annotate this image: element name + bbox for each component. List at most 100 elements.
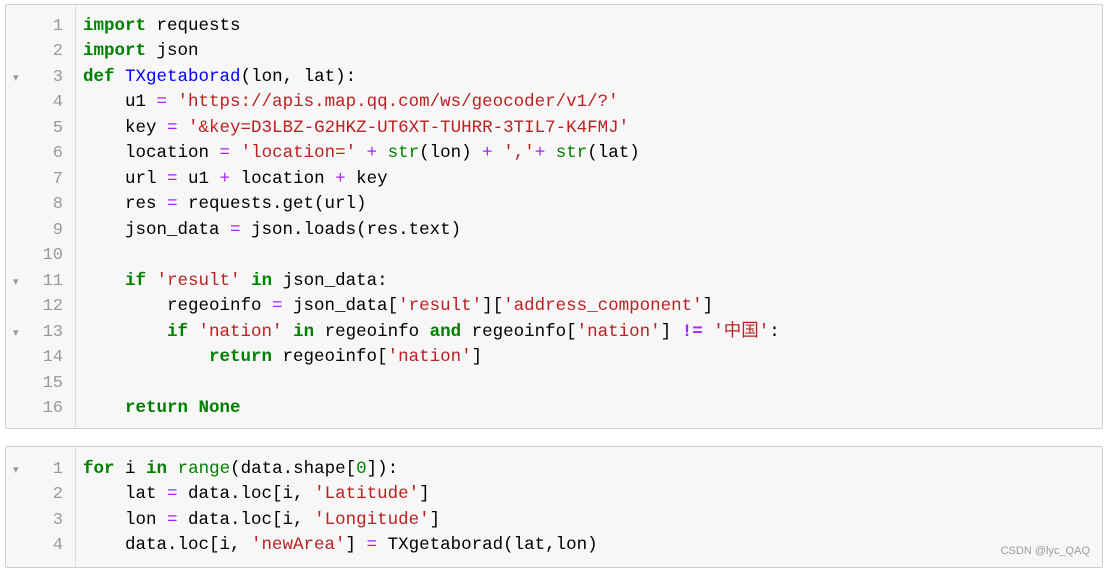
code-line[interactable]: 12 regeoinfo = json_data['result']['addr… <box>6 294 1102 319</box>
code-text: def TXgetaborad(lon, lat): <box>83 65 356 90</box>
code-text-token: ] <box>345 535 367 556</box>
string-token: 'nation' <box>387 347 472 368</box>
operator-token: = <box>167 194 178 215</box>
code-text-token <box>83 322 167 342</box>
code-line[interactable]: 13 if 'nation' in regeoinfo and regeoinf… <box>6 320 1102 345</box>
code-line[interactable]: 10 <box>6 243 1102 268</box>
keyword-token: in <box>251 270 273 291</box>
code-text-token: : <box>769 321 780 342</box>
keyword-token: if <box>167 321 189 342</box>
code-text: lat = data.loc[i, 'Latitude'] <box>83 482 430 507</box>
code-editor[interactable]: 1for i in range(data.shape[0]):2 lat = d… <box>6 457 1102 559</box>
code-text-token: requests <box>146 16 241 36</box>
code-line[interactable]: 6 location = 'location=' + str(lon) + ',… <box>6 141 1102 166</box>
builtin-token: range <box>177 459 231 479</box>
keyword-token: in <box>146 459 168 479</box>
code-text: u1 = 'https://apis.map.qq.com/ws/geocode… <box>83 90 619 115</box>
code-text: for i in range(data.shape[0]): <box>83 457 398 482</box>
code-text-token: key <box>345 168 388 189</box>
string-token: 'result' <box>156 270 241 291</box>
operator-token: + <box>482 143 493 164</box>
code-text-token: regeoinfo <box>83 296 273 317</box>
code-text-token: json <box>146 41 199 62</box>
line-number: 16 <box>42 399 63 419</box>
string-token: 'Longitude' <box>314 509 430 530</box>
operator-token: != <box>681 321 703 342</box>
code-line[interactable]: 4 u1 = 'https://apis.map.qq.com/ws/geoco… <box>6 90 1102 115</box>
chevron-down-icon[interactable] <box>13 320 19 345</box>
code-line[interactable]: 11 if 'result' in json_data: <box>6 269 1102 294</box>
code-text: key = '&key=D3LBZ-G2HKZ-UT6XT-TUHRR-3TIL… <box>83 116 629 141</box>
code-text-token <box>188 322 199 342</box>
string-token: 'result' <box>398 296 483 317</box>
code-line[interactable]: 4 data.loc[i, 'newArea'] = TXgetaborad(l… <box>6 533 1102 558</box>
code-text-token: json_data <box>83 219 231 240</box>
code-text-token: json.loads(res.text) <box>240 219 462 240</box>
code-line[interactable]: 1 for i in range(data.shape[0]): <box>6 457 1102 482</box>
code-text-token: ]): <box>366 459 399 479</box>
keyword-token: for <box>83 459 115 479</box>
builtin-token: str <box>555 143 588 164</box>
code-text: json_data = json.loads(res.text) <box>83 218 461 243</box>
code-line[interactable]: 16 return None <box>6 396 1102 421</box>
chevron-down-icon[interactable] <box>13 269 19 294</box>
string-token: ',' <box>503 143 535 164</box>
code-text-token: location <box>230 168 336 189</box>
code-text-token <box>283 322 294 342</box>
chevron-down-icon[interactable] <box>13 65 19 90</box>
code-text-token: ][ <box>482 296 504 317</box>
code-line[interactable]: 14 return regeoinfo['nation'] <box>6 345 1102 370</box>
code-text-token: data.loc[i, <box>177 509 315 530</box>
code-text-token: TXgetaborad(lat,lon) <box>377 535 598 556</box>
code-text-token <box>230 143 241 163</box>
code-text-token: lon <box>83 509 168 530</box>
string-token: '&key=D3LBZ-G2HKZ-UT6XT-TUHRR-3TIL7-K4FM… <box>188 117 630 138</box>
code-line[interactable]: 3def TXgetaborad(lon, lat): <box>6 65 1102 90</box>
line-number: 12 <box>42 297 63 317</box>
keyword-token: import <box>83 16 147 36</box>
code-text-token <box>83 347 209 367</box>
line-number: 1 <box>52 460 63 479</box>
line-number: 2 <box>52 485 63 505</box>
code-text-token: ] <box>419 484 430 505</box>
keyword-token: None <box>198 398 241 419</box>
code-line[interactable]: 9 json_data = json.loads(res.text) <box>6 218 1102 243</box>
code-text: import json <box>83 39 199 64</box>
code-text: regeoinfo = json_data['result']['address… <box>83 294 713 319</box>
code-line[interactable]: 5 key = '&key=D3LBZ-G2HKZ-UT6XT-TUHRR-3T… <box>6 116 1102 141</box>
code-text-token: res <box>83 194 168 215</box>
keyword-token: import <box>83 41 147 62</box>
code-text-token: json_data: <box>272 270 388 291</box>
code-text-token <box>83 398 125 418</box>
line-number: 10 <box>42 246 63 266</box>
line-number: 4 <box>52 536 63 556</box>
string-token: 'Latitude' <box>314 484 420 505</box>
line-number: 13 <box>42 322 63 342</box>
code-text-token <box>703 322 714 342</box>
operator-token: + <box>366 143 378 164</box>
code-text-token <box>178 118 189 138</box>
code-line[interactable]: 3 lon = data.loc[i, 'Longitude'] <box>6 508 1102 533</box>
string-token: 'location=' <box>240 143 357 164</box>
code-text: res = requests.get(url) <box>83 192 367 217</box>
code-text: return regeoinfo['nation'] <box>83 345 482 370</box>
operator-token: = <box>167 484 178 505</box>
code-line[interactable]: 2 lat = data.loc[i, 'Latitude'] <box>6 482 1102 507</box>
code-text-token: u1 <box>83 92 157 113</box>
code-cell[interactable]: 1for i in range(data.shape[0]):2 lat = d… <box>5 446 1103 568</box>
chevron-down-icon[interactable] <box>13 457 19 482</box>
code-text-token <box>167 459 178 479</box>
code-line[interactable]: 7 url = u1 + location + key <box>6 167 1102 192</box>
string-token: 'nation' <box>198 321 283 342</box>
code-text-token: (lat) <box>587 143 640 164</box>
watermark-text: CSDN @lyc_QAQ <box>1000 545 1090 557</box>
operator-token: = <box>167 168 178 189</box>
code-line[interactable]: 8 res = requests.get(url) <box>6 192 1102 217</box>
code-line[interactable]: 15 <box>6 371 1102 396</box>
code-text-token <box>83 271 125 291</box>
line-number: 6 <box>52 144 63 164</box>
